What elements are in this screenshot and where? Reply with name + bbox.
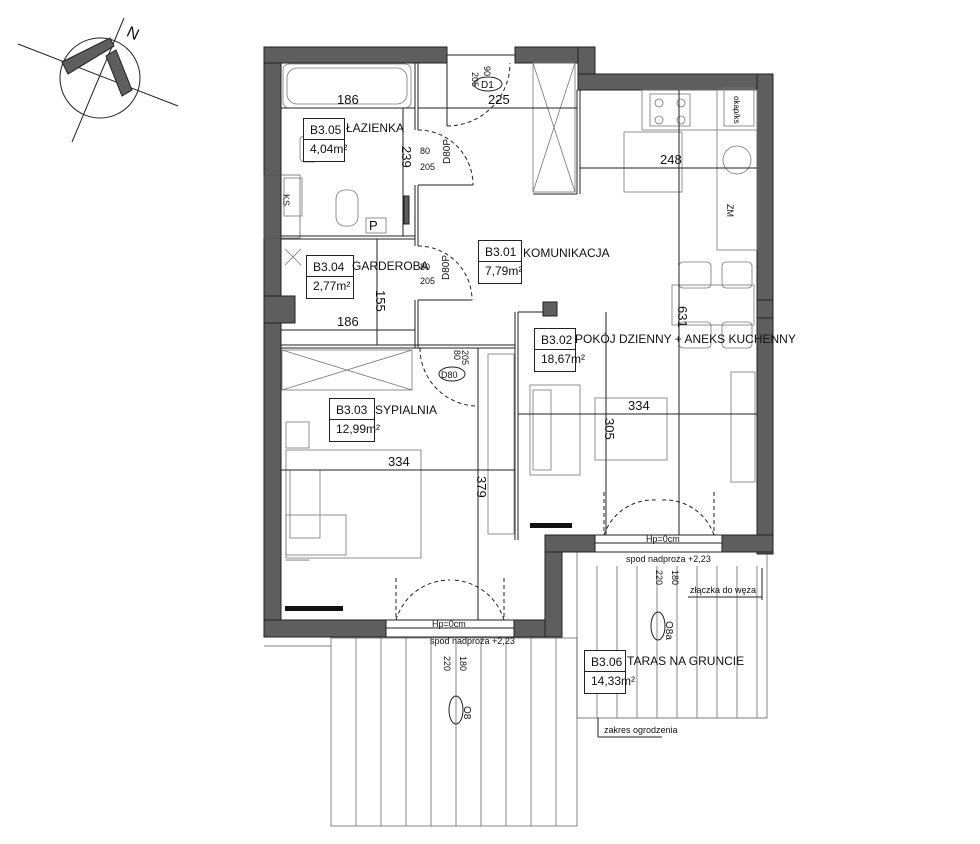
interior-walls <box>281 63 581 540</box>
room-code: B3.04 <box>313 260 345 274</box>
dimension-lines: 186 239 225 248 155 186 631 334 305 334 … <box>281 90 757 620</box>
dim-wardrobe-height: 155 <box>373 290 388 312</box>
room-label-bedroom: B3.03 12,99m² <box>329 398 380 442</box>
bed <box>285 449 422 559</box>
bedroom-window-width: 220 <box>442 656 452 671</box>
living-window-height: 180 <box>670 570 680 585</box>
room-label-hall: B3.01 7,79m² <box>478 240 522 284</box>
fence-range-label: zakres ogrodzenia <box>604 725 678 735</box>
divider <box>535 349 575 350</box>
entry-door-tag: D1 <box>481 80 494 91</box>
room-label-living: B3.02 18,67m² <box>534 328 585 372</box>
bath-door-width: 80 <box>420 146 430 156</box>
dim-bedroom-width: 334 <box>388 454 410 469</box>
dim-kitchen-width: 248 <box>660 152 682 167</box>
bedroom-door-width: 80 <box>452 350 462 360</box>
room-label-terrace: B3.06 14,33m² <box>584 650 635 694</box>
bedroom-window-height: 180 <box>458 656 468 671</box>
kitchen-zm-label: ZM <box>725 204 735 217</box>
room-name-hall: KOMUNIKACJA <box>523 246 610 260</box>
room-name-terrace: TARAS NA GRUNCIE <box>627 654 745 668</box>
room-name-bedroom: SYPIALNIA <box>375 403 438 417</box>
dim-wardrobe-width: 186 <box>337 314 359 329</box>
living-window-sill: Hp=0cm <box>646 534 680 544</box>
annotations: złączka do węża zakres ogrodzenia <box>597 568 763 738</box>
kitchen-sink <box>722 145 752 175</box>
dim-bath-height: 239 <box>399 146 414 168</box>
ks-label: KS <box>281 194 291 206</box>
living-window-tag: O8a <box>663 621 674 640</box>
room-name-bathroom: ŁAZIENKA <box>346 121 405 135</box>
bedroom-door-height: 205 <box>460 350 470 365</box>
room-area: 2,77m² <box>313 279 351 293</box>
room-area: 14,33m² <box>591 674 636 688</box>
rewizja-label: okap/ks <box>732 96 741 124</box>
garden-hose-label: złączka do węża <box>690 585 756 595</box>
windows: Hp=0cm spod nadproża +2,23 220 180 O8 Hp… <box>385 492 723 725</box>
room-code: B3.02 <box>541 333 573 347</box>
dim-corridor-width: 225 <box>488 92 510 107</box>
room-area: 12,99m² <box>336 422 381 436</box>
bedroom-door-tag: D80 <box>441 370 458 380</box>
divider <box>479 261 521 262</box>
living-window-lintel: spod nadproża +2,23 <box>626 554 711 564</box>
sofa <box>529 384 581 476</box>
room-area: 4,04m² <box>310 142 348 156</box>
compass: N <box>17 17 179 143</box>
entry-door-width: 90 <box>482 66 492 76</box>
fixtures: P KS ZM okap/ks <box>281 62 758 611</box>
entry-door-height: 205 <box>470 72 480 87</box>
living-window-width: 220 <box>654 570 664 585</box>
room-code: B3.03 <box>336 403 368 417</box>
divider <box>307 276 353 277</box>
room-code: B3.05 <box>310 123 342 137</box>
dim-living-height: 305 <box>602 418 617 440</box>
dim-bath-width: 186 <box>337 92 359 107</box>
room-code: B3.06 <box>591 655 623 669</box>
bedroom-window-tag: O8 <box>461 706 472 720</box>
divider <box>330 419 374 420</box>
bath-door-tag: D80P <box>442 139 453 164</box>
dim-living-height-long: 631 <box>675 306 690 328</box>
room-label-wardrobe: B3.04 2,77m² <box>306 255 354 299</box>
toilet <box>335 189 359 227</box>
wardrobe-door-tag: D80P <box>441 255 452 280</box>
wardrobe-door-width: 80 <box>420 262 430 272</box>
room-area: 7,79m² <box>485 264 523 278</box>
doors: 90 205 D1 80 205 D80P 80 205 D80P 80 205… <box>417 54 515 407</box>
dim-bedroom-height: 379 <box>474 476 489 498</box>
bedroom-window-lintel: spod nadproża +2,23 <box>430 636 515 646</box>
laundry-label: P <box>369 218 378 233</box>
room-area: 18,67m² <box>541 352 586 366</box>
bedroom-window-sill: Hp=0cm <box>432 619 466 629</box>
room-name-wardrobe: GARDEROBA <box>352 259 429 273</box>
terrace-living <box>264 551 768 719</box>
room-code: B3.01 <box>485 245 517 259</box>
room-name-living: POKÓJ DZIENNY + ANEKS KUCHENNY <box>575 332 796 346</box>
divider <box>585 671 625 672</box>
terrace-bedroom <box>330 637 578 827</box>
bath-door-height: 205 <box>420 162 435 172</box>
compass-north-letter: N <box>124 24 142 44</box>
divider <box>304 139 344 140</box>
dim-living-width: 334 <box>628 398 650 413</box>
exterior-walls <box>263 46 774 638</box>
room-label-bathroom: B3.05 4,04m² <box>303 118 348 162</box>
wardrobe-door-height: 205 <box>420 276 435 286</box>
